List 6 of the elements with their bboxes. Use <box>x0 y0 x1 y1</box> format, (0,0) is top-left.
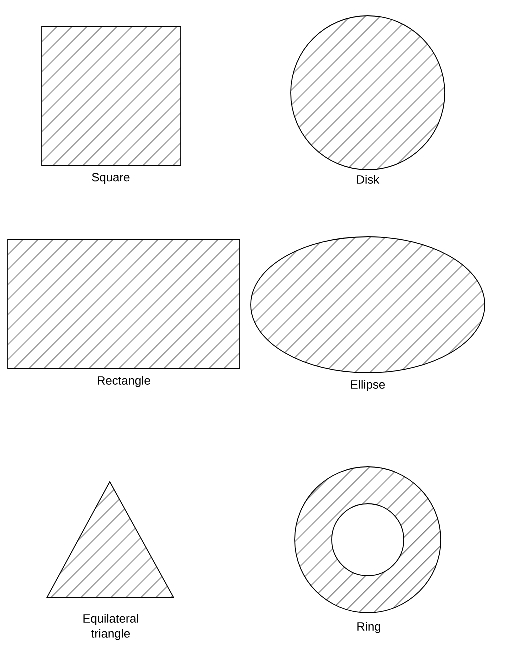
shape-label: Ring <box>358 622 380 634</box>
shape-label: Rectangle <box>98 376 150 388</box>
shape-label: Disk <box>357 175 380 184</box>
shape-label: Square <box>92 173 130 184</box>
shape-label: Equilateral triangle <box>84 614 138 640</box>
shape-label: Ellipse <box>351 380 386 392</box>
